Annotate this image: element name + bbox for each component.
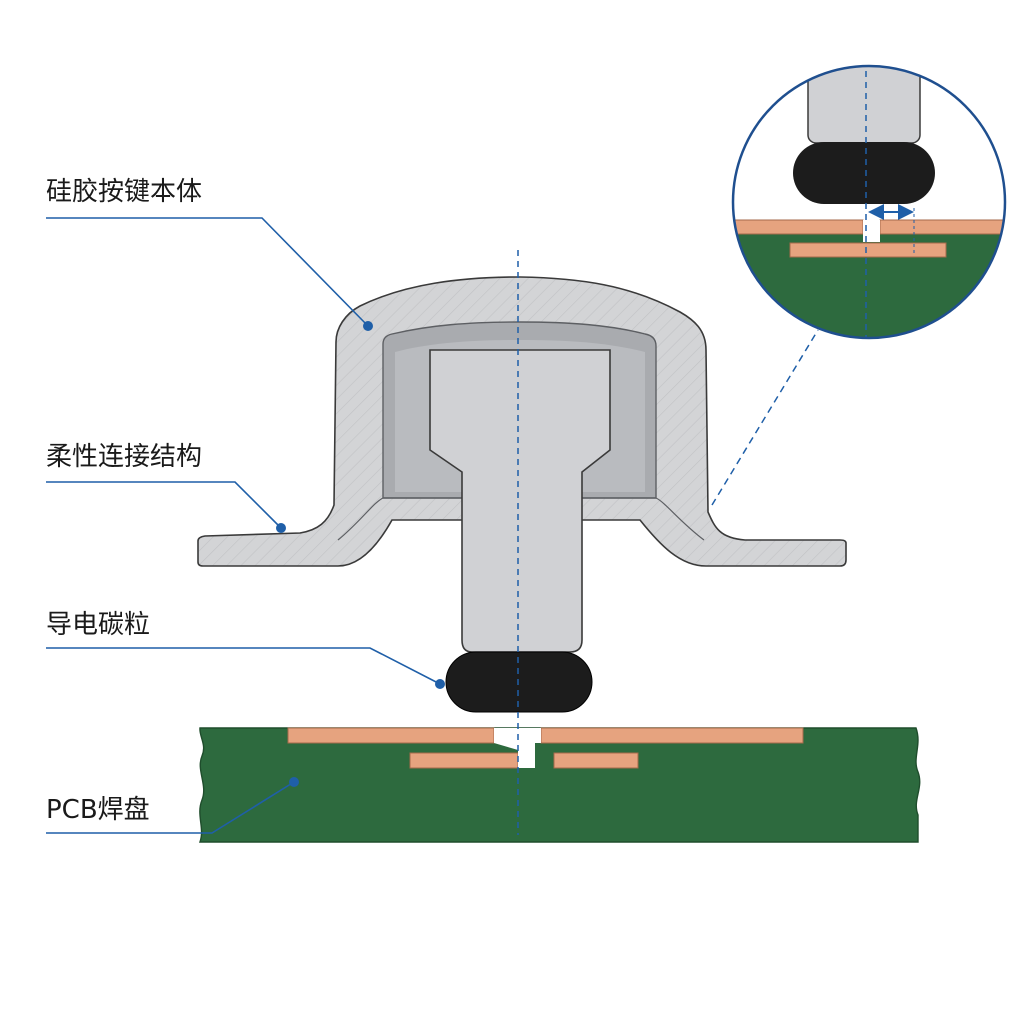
callout-pcb-pad: PCB焊盘 [46, 777, 299, 834]
label-flexible-structure: 柔性连接结构 [46, 442, 202, 472]
zoom-copper-top-left [733, 219, 864, 235]
zoom-connector-line [711, 329, 819, 506]
callout-dot [276, 523, 286, 533]
pcb-board [199, 727, 921, 843]
zoom-circle-outline [731, 64, 1007, 340]
plunger [429, 349, 611, 653]
conductive-carbon-pill [445, 651, 593, 713]
label-silicone-body: 硅胶按键本体 [46, 177, 202, 207]
callout-dot [289, 777, 299, 787]
callout-flexible-structure: 柔性连接结构 [46, 442, 286, 533]
zoom-inset [711, 64, 1007, 506]
label-conductive-pill: 导电碳粒 [46, 610, 150, 640]
zoom-plunger [807, 66, 921, 144]
copper-pad-bottom-right [553, 752, 639, 769]
label-pcb-pad: PCB焊盘 [46, 795, 150, 825]
zoom-carbon-pill [793, 142, 935, 204]
zoom-copper-bottom [789, 242, 947, 258]
callout-dot [363, 321, 373, 331]
flexible-web [337, 497, 705, 541]
pcb-substrate [199, 727, 921, 843]
zoom-gap [863, 220, 880, 242]
zoom-copper-top-right [879, 219, 1005, 235]
copper-pad-top-right [540, 727, 804, 744]
callout-conductive-pill: 导电碳粒 [46, 610, 445, 689]
copper-pad-top-left [287, 727, 495, 744]
callout-silicone-body: 硅胶按键本体 [46, 177, 373, 331]
copper-pad-bottom-left [409, 752, 519, 769]
callout-dot [435, 679, 445, 689]
plunger-body [429, 349, 611, 653]
